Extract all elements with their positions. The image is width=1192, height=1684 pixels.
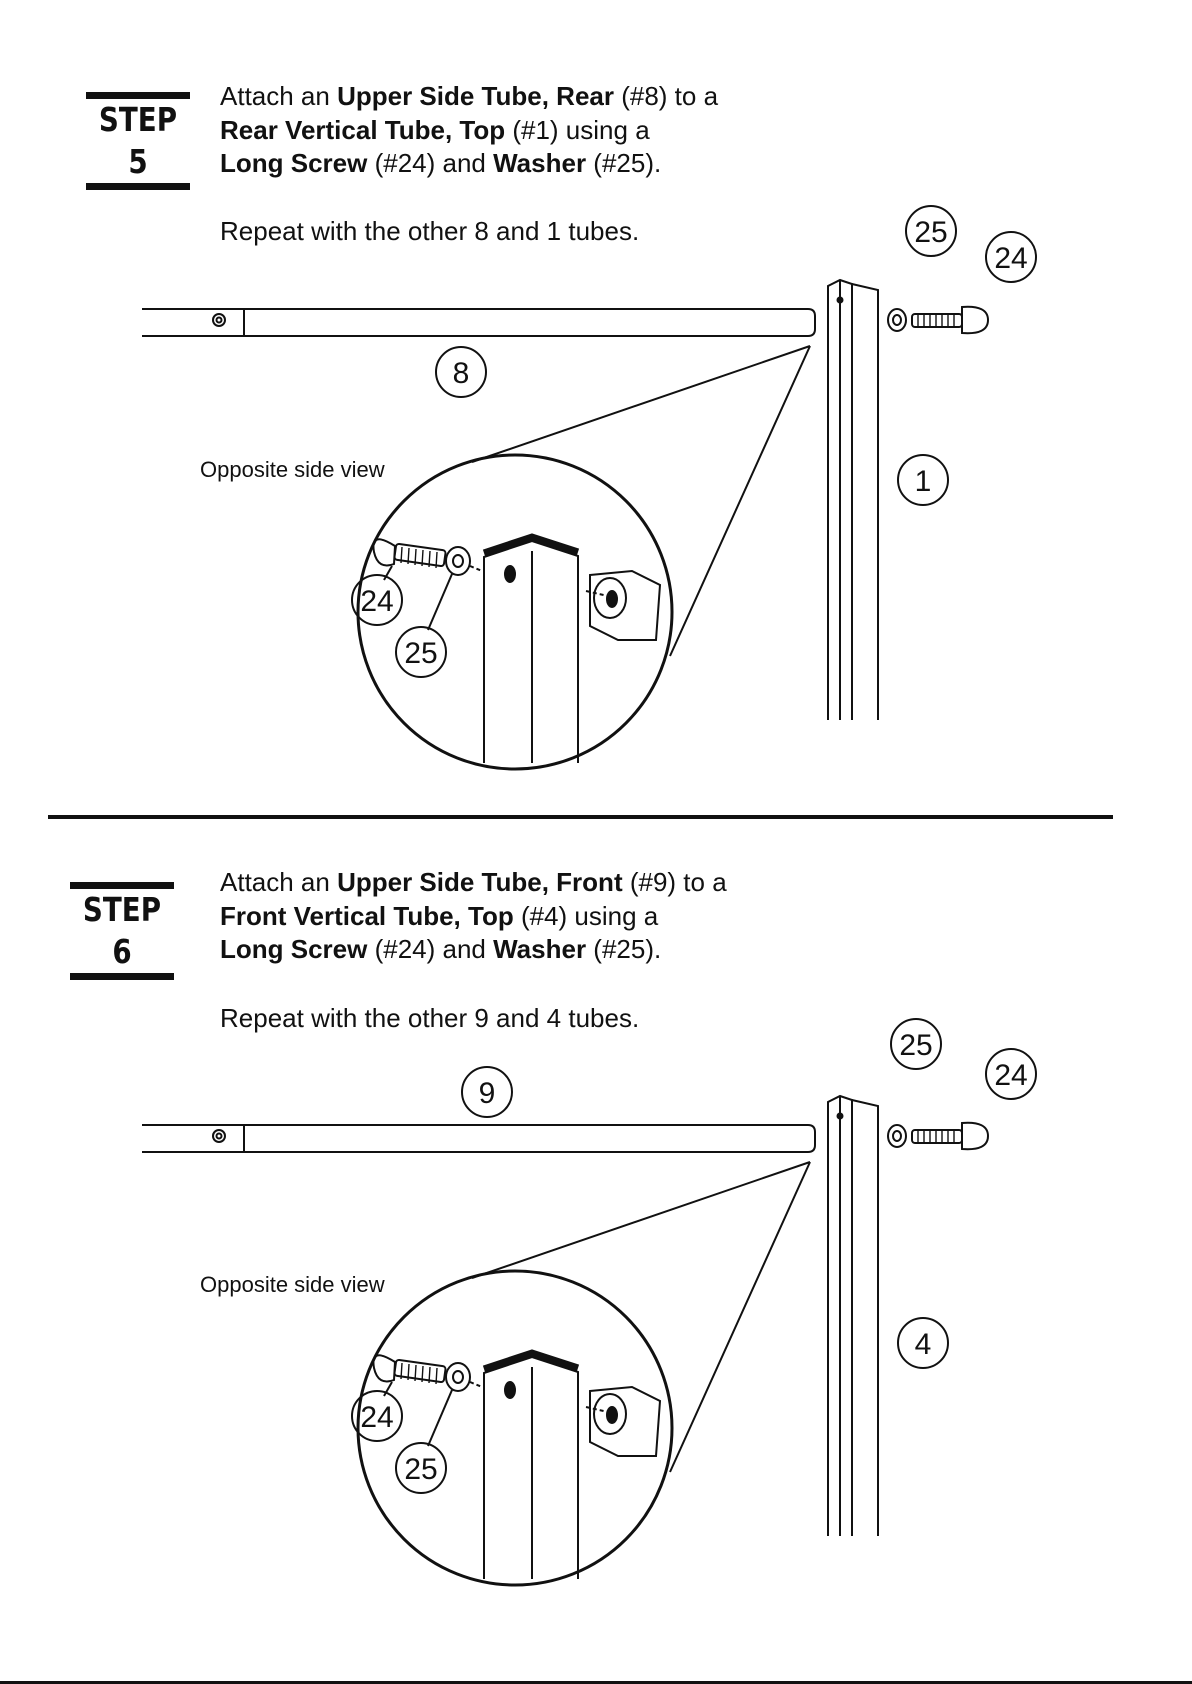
callout-tube-1: 1 <box>915 465 932 498</box>
detail-magnifier <box>356 1269 674 1587</box>
callout-washer-25: 25 <box>899 1029 932 1062</box>
front-vertical-tube-top <box>827 1094 879 1536</box>
callout-screw-24: 24 <box>994 242 1027 275</box>
detail-callout-washer-25: 25 <box>404 1453 437 1486</box>
section-divider <box>48 815 1113 819</box>
detail-callout-washer-25: 25 <box>404 637 437 670</box>
instruction-line-1: Attach an Upper Side Tube, Front (#9) to… <box>220 867 727 897</box>
callout-tube-8: 8 <box>453 357 470 390</box>
step-6-badge: STEP 6 <box>70 882 174 980</box>
detail-callout-screw-24: 24 <box>360 1401 393 1434</box>
step-6-label: STEP 6 <box>82 890 162 971</box>
step-6-detail-caption: Opposite side view <box>200 1272 385 1297</box>
step-6-diagram: 9 4 25 24 24 25 <box>142 1018 1037 1587</box>
step-5-badge: STEP 5 <box>86 92 190 190</box>
upper-side-tube-rear <box>142 308 816 337</box>
detail-callout-screw-24: 24 <box>360 585 393 618</box>
instruction-line-1: Attach an Upper Side Tube, Rear (#8) to … <box>220 81 719 111</box>
page-bottom-rule <box>0 1681 1192 1684</box>
badge-top-bar <box>86 92 190 99</box>
step-6-instructions: Attach an Upper Side Tube, Front (#9) to… <box>220 866 727 967</box>
step-5-label: STEP 5 <box>98 100 178 181</box>
step-5-detail-caption: Opposite side view <box>200 457 385 482</box>
step-5-diagram: 8 1 25 24 24 25 <box>142 205 1037 771</box>
instruction-line-2: Rear Vertical Tube, Top (#1) using a <box>220 114 650 145</box>
badge-bottom-bar <box>70 973 174 980</box>
instruction-line-3: Long Screw (#24) and Washer (#25). <box>220 148 662 178</box>
step-5-repeat-note: Repeat with the other 8 and 1 tubes. <box>220 216 640 246</box>
badge-bottom-bar <box>86 183 190 190</box>
callout-tube-9: 9 <box>479 1077 496 1110</box>
callout-washer-25: 25 <box>914 216 947 249</box>
step-5-instructions: Attach an Upper Side Tube, Rear (#8) to … <box>220 80 718 181</box>
instruction-line-2: Front Vertical Tube, Top (#4) using a <box>220 900 659 931</box>
washer-and-screw-hardware <box>887 1121 990 1151</box>
detail-view-contents <box>372 1349 662 1579</box>
badge-top-bar <box>70 882 174 889</box>
rear-vertical-tube-top <box>827 278 879 720</box>
upper-side-tube-front <box>142 1124 816 1153</box>
step-6-repeat-note: Repeat with the other 9 and 4 tubes. <box>220 1003 640 1033</box>
callout-screw-24: 24 <box>994 1059 1027 1092</box>
instruction-line-3: Long Screw (#24) and Washer (#25). <box>220 934 662 964</box>
detail-magnifier <box>356 453 674 771</box>
callout-tube-4: 4 <box>915 1328 932 1361</box>
detail-view-contents <box>372 533 662 763</box>
washer-and-screw-hardware <box>887 305 990 335</box>
